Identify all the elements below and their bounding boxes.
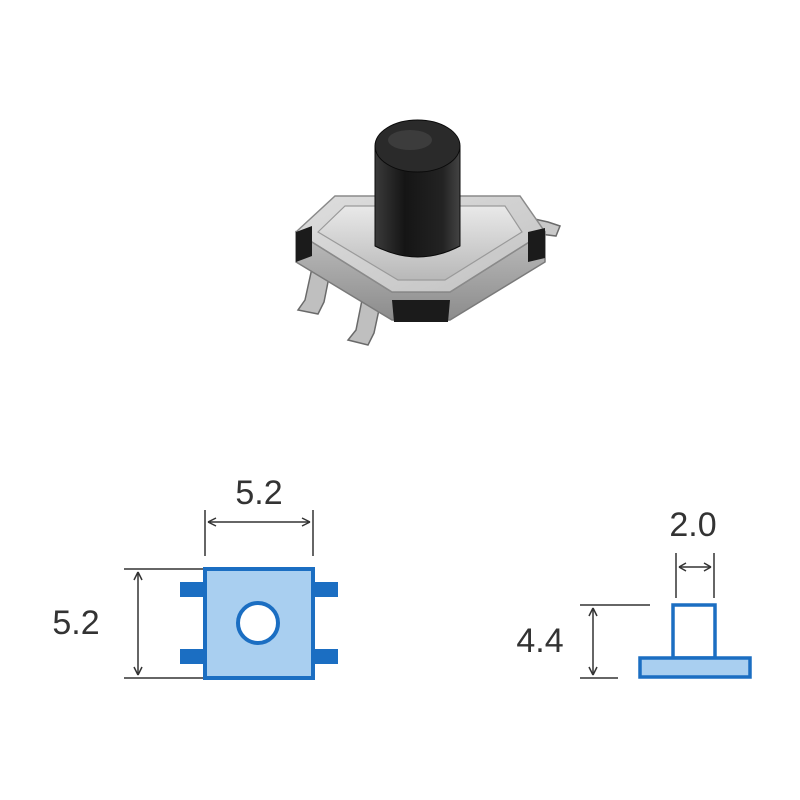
top-view-height-label: 5.2 — [52, 604, 99, 642]
corner-pad-left — [296, 226, 312, 262]
actuator-cap — [374, 119, 461, 258]
top-view-width-label: 5.2 — [235, 474, 282, 512]
corner-pad-front — [392, 300, 450, 322]
top-view-width-dimension — [204, 510, 314, 556]
pin-bottom-left — [180, 649, 205, 664]
top-view-diagram: 5.2 5.2 — [52, 474, 338, 680]
top-view-height-dimension — [124, 568, 205, 679]
side-view-height-label: 4.4 — [516, 622, 563, 660]
corner-pad-right — [528, 228, 545, 262]
side-view-actuator — [671, 603, 717, 660]
side-view-height-dimension — [580, 604, 650, 679]
top-view-pins — [180, 582, 338, 664]
side-view-width-label: 2.0 — [669, 506, 716, 544]
top-view-actuator — [236, 601, 280, 645]
pin-top-right — [313, 582, 338, 597]
switch-3d-illustration — [294, 119, 561, 346]
side-view-diagram: 2.0 4.4 — [516, 506, 752, 679]
pin-bottom-right — [313, 649, 338, 664]
pin-top-left — [180, 582, 205, 597]
side-view-width-dimension — [675, 553, 715, 598]
side-view-base — [638, 656, 752, 679]
